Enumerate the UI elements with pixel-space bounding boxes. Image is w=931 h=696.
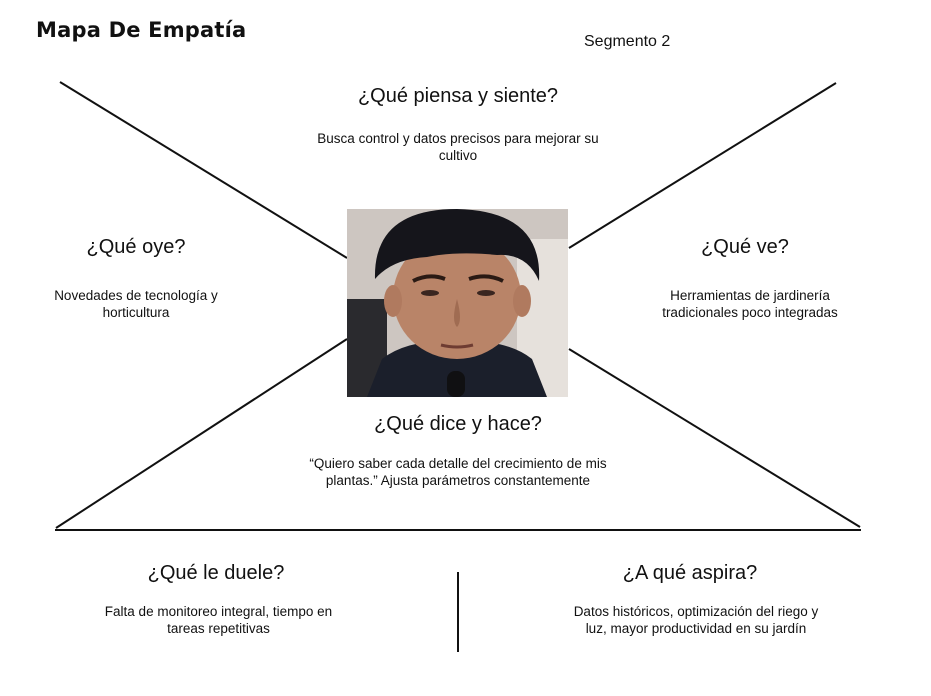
answer-duele: Falta de monitoreo integral, tiempo en t… [104,604,333,636]
photo-microphone [447,371,465,397]
question-piensa: ¿Qué piensa y siente? [357,85,559,107]
photo-eye-left [421,290,439,296]
segment-label: Segmento 2 [584,33,671,50]
photo-face [393,235,521,359]
photo-eye-right [477,290,495,296]
diagonal-bottom-left [55,338,348,529]
answer-piensa: Busca control y datos precisos para mejo… [317,131,599,163]
photo-eyebrow-right [468,274,504,283]
photo-mouth [440,343,474,349]
question-dice: ¿Qué dice y hace? [374,413,542,435]
diagonal-top-left [59,81,348,259]
question-oye: ¿Qué oye? [86,236,186,258]
photo-eyebrow-left [412,274,446,283]
question-ve: ¿Qué ve? [701,236,789,258]
answer-dice: “Quiero saber cada detalle del crecimien… [309,456,607,488]
photo-nose [454,299,460,327]
photo-ear-left [384,285,402,317]
diagonal-top-right [568,82,837,249]
diagonal-bottom-right [568,348,861,528]
photo-hair [374,209,540,281]
answer-aspira: Datos históricos, optimización del riego… [573,604,819,636]
photo-shirt [367,340,547,397]
answer-ve: Herramientas de jardinería tradicionales… [662,288,838,320]
page-title: Mapa De Empatía [36,18,247,42]
answer-oye: Novedades de tecnología y horticultura [54,288,218,320]
photo-ear-right [513,285,531,317]
question-aspira: ¿A qué aspira? [622,562,758,584]
person-photo [347,209,568,397]
question-duele: ¿Qué le duele? [147,562,285,584]
